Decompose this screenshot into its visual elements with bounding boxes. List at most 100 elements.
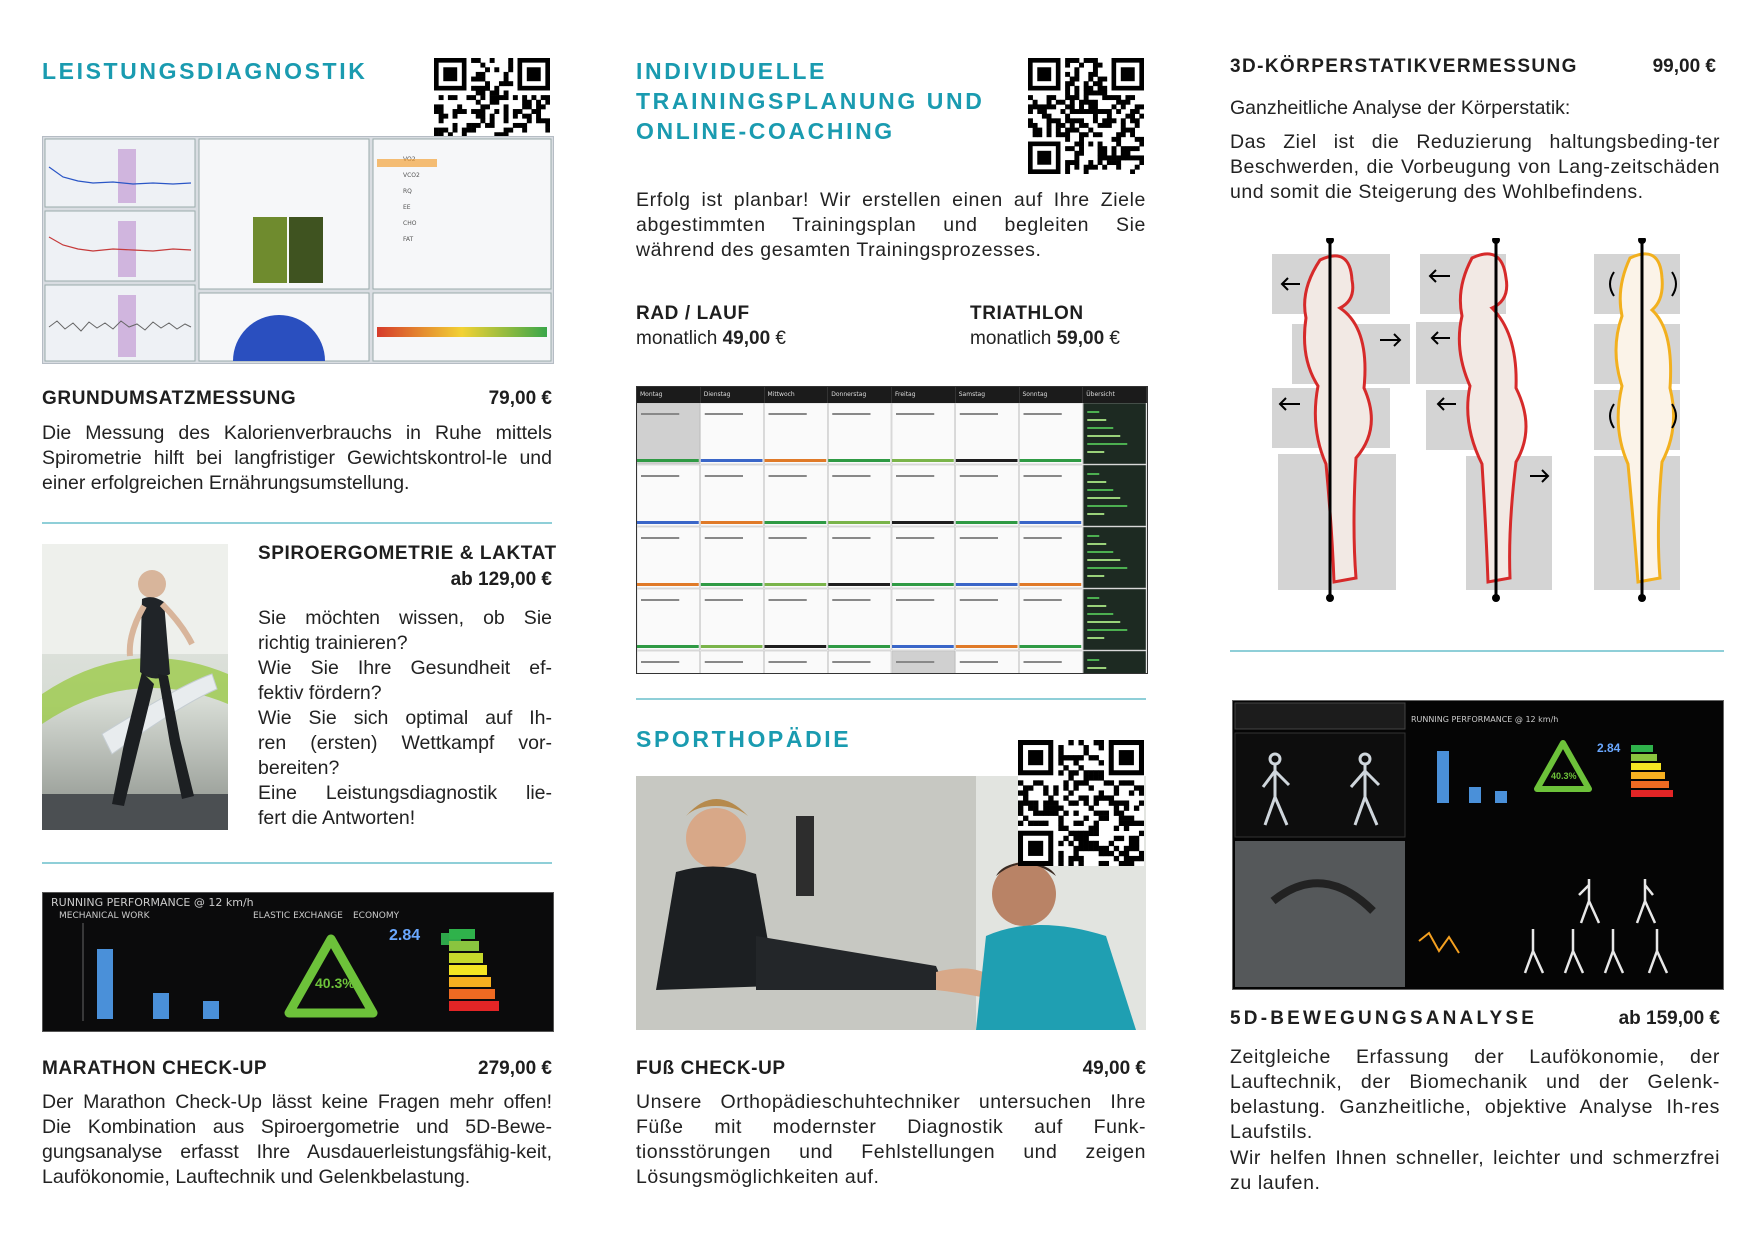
svg-text:VCO2: VCO2 xyxy=(403,172,420,179)
economy-label: ECONOMY xyxy=(353,911,400,921)
elastic-exchange-label: ELASTIC EXCHANGE xyxy=(253,911,343,921)
bewegungsanalyse-title: 5D-BEWEGUNGSANALYSE xyxy=(1230,1008,1538,1029)
calendar-entry xyxy=(832,599,871,601)
qr-code-sporthopaedie[interactable] xyxy=(1018,740,1144,866)
calendar-summary-line xyxy=(1087,567,1128,569)
calendar-load-bar xyxy=(1019,583,1082,586)
rad-prefix: monatlich xyxy=(636,328,723,349)
calendar-cell xyxy=(891,588,955,651)
triathlon-price: monatlich 59,00 € xyxy=(970,328,1120,350)
calendar-entry xyxy=(768,413,807,415)
triathlon-title: TRIATHLON xyxy=(970,303,1084,324)
posture-figure-3 xyxy=(1594,238,1680,602)
calendar-entry xyxy=(832,475,871,477)
divider xyxy=(42,862,552,864)
spiroergometrie-text: Sie möchten wissen, ob Sie richtig train… xyxy=(258,606,552,831)
calendar-cell xyxy=(891,402,955,465)
fuss-checkup-title: FUß CHECK-UP xyxy=(636,1058,786,1079)
rad-lauf-price: monatlich 49,00 € xyxy=(636,328,786,350)
motion-economy-value: 2.84 xyxy=(1597,741,1621,755)
motion-screen-title: RUNNING PERFORMANCE @ 12 km/h xyxy=(1411,715,1559,724)
calendar-cell xyxy=(637,464,700,527)
trainingsplanung-intro: Erfolg ist planbar! Wir erstellen einen … xyxy=(636,189,1146,261)
calendar-load-bar xyxy=(1019,645,1082,648)
calendar-cell xyxy=(700,588,764,651)
calendar-load-bar xyxy=(700,645,763,648)
calendar-load-bar xyxy=(892,645,954,648)
motion-analysis-screenshot: RUNNING PERFORMANCE @ 12 km/h 40.3% 2.8 xyxy=(1232,700,1724,990)
koerperstatik-title: 3D-KÖRPERSTATIKVERMESSUNG xyxy=(1230,56,1578,77)
spiro-line: Sie möchten wissen, ob Sie xyxy=(258,607,552,629)
calendar-cell xyxy=(1019,588,1083,651)
calendar-entry xyxy=(832,413,871,415)
spiro-line: bereiten? xyxy=(258,757,340,779)
calendar-summary-line xyxy=(1087,473,1100,475)
calendar-load-bar xyxy=(892,521,954,524)
bewegungsanalyse-text: Zeitgleiche Erfassung der Laufökonomie, … xyxy=(1230,1046,1720,1143)
calendar-entry xyxy=(704,475,743,477)
bewegungsanalyse-text-2: Wir helfen Ihnen schneller, leichter und… xyxy=(1230,1147,1720,1194)
calendar-entry xyxy=(959,475,998,477)
calendar-cell xyxy=(1019,526,1083,589)
spiro-line: Wie Sie Ihre Gesundheit ef- xyxy=(258,657,552,679)
calendar-entry xyxy=(896,661,935,663)
calendar-entry xyxy=(959,661,998,663)
bewegungsanalyse-price: ab 159,00 € xyxy=(1618,1008,1720,1029)
calendar-entry xyxy=(959,537,998,539)
qr-code-trainingsplanung[interactable] xyxy=(1028,58,1144,174)
spiroergometrie-price: ab 129,00 € xyxy=(450,569,552,590)
koerperstatik-price: 99,00 € xyxy=(1652,56,1716,77)
divider xyxy=(636,698,1146,700)
calendar-cell xyxy=(828,526,892,589)
spiro-line: Eine Leistungsdiagnostik lie- xyxy=(258,782,552,804)
calendar-summary-line xyxy=(1087,443,1128,445)
calendar-day-header: Mittwoch xyxy=(765,387,829,403)
calendar-cell xyxy=(1083,650,1147,673)
calendar-load-bar xyxy=(700,459,763,462)
heading-line: INDIVIDUELLE xyxy=(636,58,827,84)
calendar-summary-line xyxy=(1087,613,1114,615)
calendar-day-header: Dienstag xyxy=(701,387,765,403)
rad-price-value: 49,00 xyxy=(722,328,771,349)
koerperstatik-subtitle: Ganzheitliche Analyse der Körperstatik: xyxy=(1230,97,1571,119)
calendar-entry xyxy=(896,413,935,415)
calendar-load-bar xyxy=(892,459,954,462)
calendar-load-bar xyxy=(828,521,890,524)
calendar-entry xyxy=(768,537,807,539)
calendar-day-header: Freitag xyxy=(892,387,956,403)
spiro-line: richtig trainieren? xyxy=(258,632,408,654)
calendar-cell xyxy=(764,588,828,651)
calendar-entry xyxy=(1023,475,1062,477)
calendar-cell xyxy=(637,402,700,465)
marathon-price: 279,00 € xyxy=(478,1058,552,1079)
elastic-percent: 40.3% xyxy=(315,975,355,991)
calendar-cell xyxy=(828,588,892,651)
heading-line: ONLINE-COACHING xyxy=(636,118,895,144)
calendar-cell xyxy=(828,464,892,527)
calendar-summary-line xyxy=(1087,505,1128,507)
posture-analysis-figures xyxy=(1272,238,1680,602)
motion-elastic-percent: 40.3% xyxy=(1551,771,1577,781)
spiro-line: Wie Sie sich optimal auf Ih- xyxy=(258,707,552,729)
spiro-line: fert die Antworten! xyxy=(258,807,416,829)
calendar-entry xyxy=(1023,413,1062,415)
running-performance-screen: RUNNING PERFORMANCE @ 12 km/h MECHANICAL… xyxy=(42,892,554,1032)
calendar-entry xyxy=(1023,661,1062,663)
grundumsatz-price: 79,00 € xyxy=(488,388,552,409)
calendar-load-bar xyxy=(637,645,699,648)
calendar-load-bar xyxy=(637,521,699,524)
calendar-cell xyxy=(700,402,764,465)
calendar-load-bar xyxy=(1019,521,1082,524)
tri-price-value: 59,00 xyxy=(1056,328,1105,349)
marathon-text: Der Marathon Check-Up lässt keine Fragen… xyxy=(42,1091,552,1188)
calendar-cell xyxy=(1083,402,1147,465)
calendar-cell xyxy=(700,464,764,527)
calendar-day-header: Montag xyxy=(637,387,701,403)
spiro-line: fektiv fördern? xyxy=(258,682,382,704)
divider xyxy=(42,522,552,524)
calendar-entry xyxy=(896,599,935,601)
calendar-load-bar xyxy=(955,459,1018,462)
calendar-entry xyxy=(641,413,680,415)
rad-lauf-title: RAD / LAUF xyxy=(636,303,750,324)
